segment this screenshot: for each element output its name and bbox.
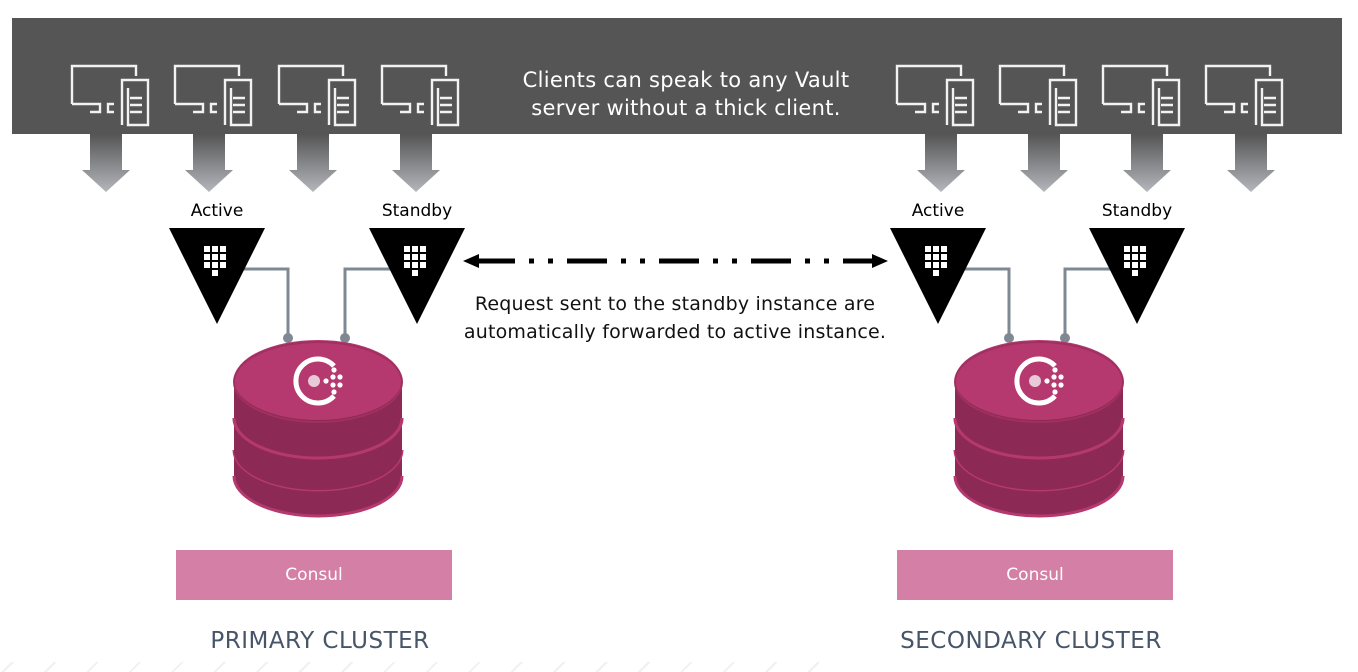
arrowhead-right-icon: [872, 254, 888, 268]
vault-logo-icon: [169, 228, 265, 324]
connector-line: [1063, 267, 1113, 338]
bidirectional-dash-dot-arrow: [463, 254, 888, 268]
consul-database-icon: [230, 330, 406, 530]
node-role-label: Standby: [381, 201, 453, 221]
consul-storage-label: Consul: [897, 550, 1173, 600]
connector-dot: [1060, 333, 1070, 343]
vault-logo-icon: [1089, 228, 1185, 324]
connector-line: [242, 267, 290, 338]
arrowhead-left-icon: [463, 254, 479, 268]
connector-line: [343, 267, 393, 338]
node-role-label: Standby: [1101, 201, 1173, 221]
vault-logo-icon: [890, 228, 986, 324]
consul-storage-label: Consul: [176, 550, 452, 600]
forwarding-description: Request sent to the standby instance are…: [463, 293, 887, 343]
node-role-label: Active: [190, 201, 244, 221]
clients-description: Clients can speak to any Vault server wi…: [522, 68, 850, 120]
connector-dot: [1004, 333, 1014, 343]
connector-dot: [283, 333, 293, 343]
vault-logo-icon: [369, 228, 465, 324]
cluster-title: SECONDARY CLUSTER: [900, 628, 1162, 654]
cluster-title: PRIMARY CLUSTER: [210, 628, 430, 654]
node-role-label: Active: [911, 201, 965, 221]
clients-band: Clients can speak to any Vault server wi…: [12, 18, 1342, 134]
connector-line: [963, 267, 1011, 338]
consul-database-icon: [951, 330, 1127, 530]
decorative-hatch: [0, 662, 840, 672]
connector-dot: [340, 333, 350, 343]
